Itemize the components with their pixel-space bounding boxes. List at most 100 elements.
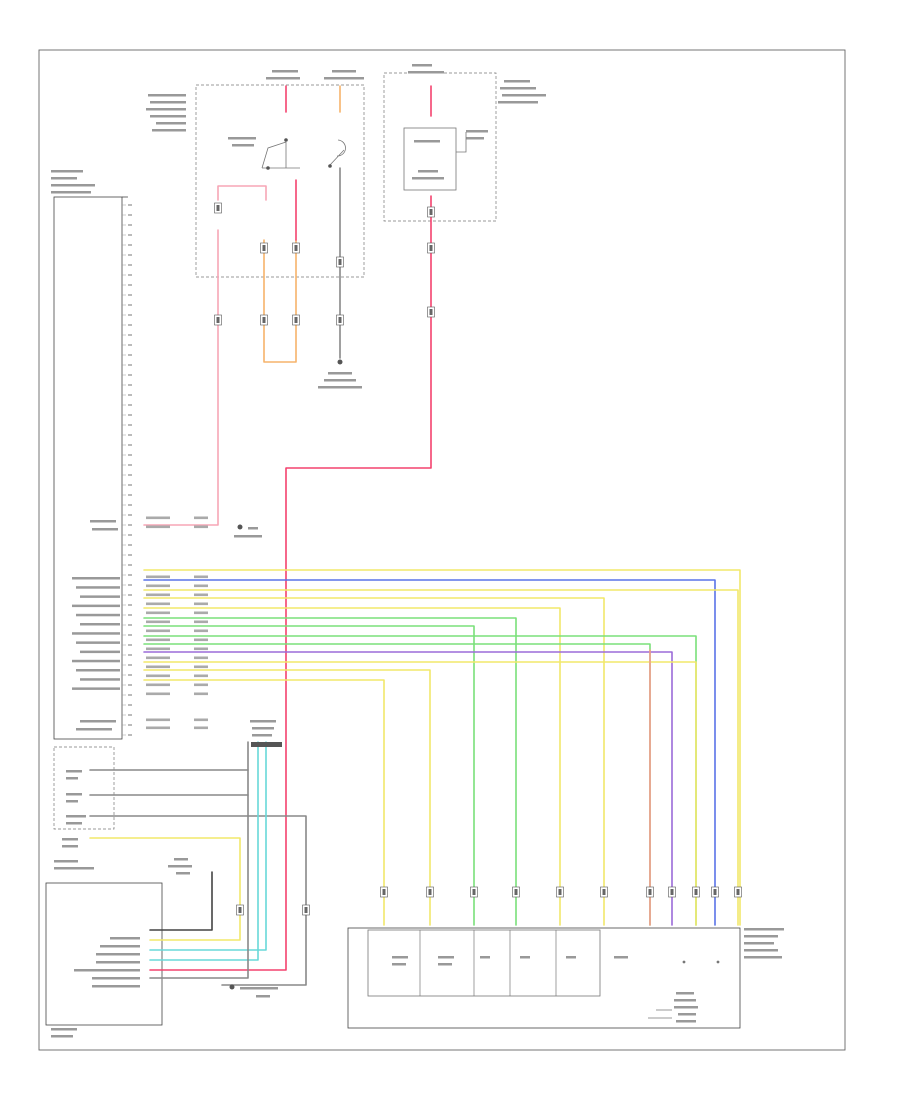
pin-number	[128, 484, 132, 486]
pin-number	[128, 374, 132, 376]
connector-bottom-5-pin	[602, 889, 606, 895]
switch-module-label-block	[146, 94, 186, 132]
wire-code	[194, 683, 208, 687]
wire-code	[194, 620, 208, 624]
pin-number	[128, 444, 132, 446]
wire-code	[194, 611, 208, 615]
pin-number	[128, 534, 132, 536]
left-label	[72, 659, 120, 663]
top-right-module	[383, 64, 546, 222]
pin-number	[128, 334, 132, 336]
wire-harness-0	[143, 569, 741, 926]
wire-code	[194, 602, 208, 606]
wire-cyan-mid	[149, 741, 259, 961]
left-label	[90, 520, 116, 523]
left-label	[76, 728, 112, 731]
wire-code	[194, 593, 208, 597]
wire-code	[146, 638, 170, 642]
pin-number	[128, 274, 132, 276]
wire-red-trunk-lower	[149, 195, 432, 971]
left-label	[80, 678, 120, 681]
wire-code	[146, 611, 170, 615]
connector-bottom-10-pin	[736, 889, 740, 895]
pin-number	[128, 284, 132, 286]
left-label	[76, 586, 120, 589]
pin-number	[128, 544, 132, 546]
wire-code	[194, 638, 208, 642]
wire-harness-10	[143, 661, 697, 926]
connector-trunk-3-pin	[429, 309, 433, 315]
left-label	[76, 641, 120, 644]
connector-bottom-1-pin	[428, 889, 432, 895]
wire-code	[194, 629, 208, 633]
connector-bottom-9-pin	[713, 889, 717, 895]
connectors	[146, 202, 742, 916]
connector-orange-4-pin	[294, 317, 298, 323]
pin-number	[128, 324, 132, 326]
pin-number	[128, 364, 132, 366]
left-label	[72, 604, 120, 608]
wire-code	[146, 516, 170, 520]
connector-pink-2-pin	[216, 317, 220, 323]
pin-number	[128, 264, 132, 266]
pin-number	[128, 294, 132, 296]
wire-code	[146, 665, 170, 669]
wire-code	[146, 629, 170, 633]
wire-code	[146, 593, 170, 597]
ground-symbol-bottom	[229, 984, 278, 998]
pin-number	[128, 464, 132, 466]
wires	[89, 85, 741, 986]
wire-code	[146, 575, 170, 579]
wire-harness-1	[143, 579, 716, 926]
left-label	[92, 528, 118, 531]
wire-orange-drop	[263, 239, 297, 363]
left-label	[76, 669, 120, 672]
connector-bottom-4-pin	[558, 889, 562, 895]
pin-number	[128, 304, 132, 306]
ground-symbol-mid	[234, 524, 262, 538]
pin-number	[128, 634, 132, 636]
wire-pink-drop	[143, 229, 219, 526]
pin-number	[128, 614, 132, 616]
pin-number	[128, 384, 132, 386]
wire-pink-loop	[217, 185, 267, 201]
left-label	[72, 687, 120, 690]
wire-code	[146, 656, 170, 660]
pin-number	[128, 574, 132, 576]
pin-number	[128, 724, 132, 726]
pin-number	[128, 674, 132, 676]
wire-code	[194, 718, 208, 722]
pin-number	[128, 734, 132, 736]
wire-harness-2	[143, 589, 739, 926]
wire-code	[194, 525, 208, 529]
wire-code	[146, 718, 170, 722]
pin-number	[128, 694, 132, 696]
pin-number	[128, 404, 132, 406]
wire-code	[146, 692, 170, 696]
wire-code	[146, 620, 170, 624]
pin-number	[128, 424, 132, 426]
pin-number	[128, 414, 132, 416]
pin-number	[128, 394, 132, 396]
left-labels	[72, 520, 120, 731]
pin-number	[128, 224, 132, 226]
bottom-left-module	[45, 858, 192, 1038]
wire-harness-3	[143, 597, 605, 926]
pin-number	[128, 454, 132, 456]
connector-bottom-left-2-pin	[304, 907, 308, 913]
left-label	[72, 632, 120, 635]
connector-trunk-2-pin	[429, 245, 433, 251]
wire-code	[146, 584, 170, 588]
wire-code	[194, 584, 208, 588]
pin-number	[128, 704, 132, 706]
left-label	[80, 720, 116, 723]
connector-bottom-left-1-pin	[238, 907, 242, 913]
wire-harness-4	[143, 607, 561, 926]
connector-orange-1-pin	[262, 245, 266, 251]
connector-bottom-3-pin	[514, 889, 518, 895]
pin-number	[128, 664, 132, 666]
wire-code	[194, 516, 208, 520]
wire-gray-bottom-2	[149, 741, 249, 979]
pin-number	[128, 254, 132, 256]
